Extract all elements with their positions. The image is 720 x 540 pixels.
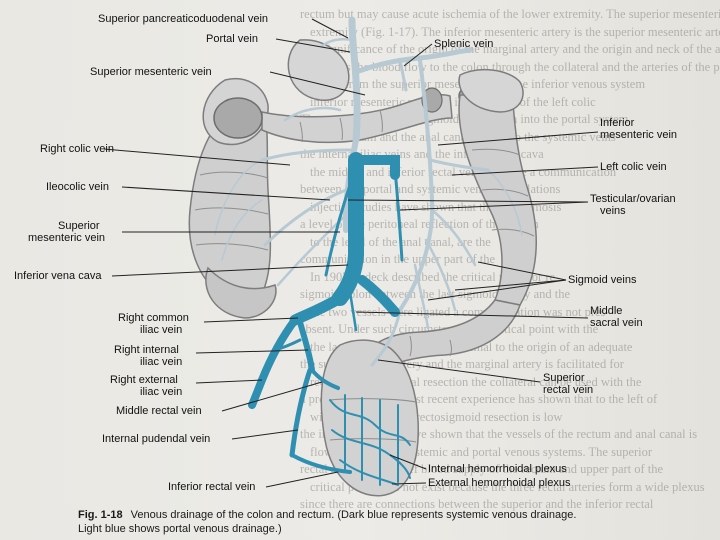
- label-internal-hemorrhoidal-plexus: Internal hemorrhoidal plexus: [428, 463, 567, 475]
- leader-internal-pudendal: [232, 430, 298, 439]
- label-external-hemorrhoidal-plexus: External hemorrhoidal plexus: [428, 477, 570, 489]
- left-common-iliac-vein: [362, 280, 395, 312]
- label-left-colic-vein: Left colic vein: [600, 161, 667, 173]
- leader-middle-rectal: [222, 382, 322, 411]
- label-testicular-ovarian-veins-line-2: veins: [600, 205, 626, 217]
- caption-line-1: Venous drainage of the colon and rectum.…: [131, 509, 577, 521]
- middle-sacral-vein: [350, 292, 356, 330]
- right-external-iliac-vein: [252, 320, 295, 405]
- leader-right-internal-iliac: [196, 350, 308, 353]
- splenic-vein-branch: [356, 50, 470, 72]
- caption-line-2: Light blue shows portal venous drainage.…: [78, 523, 282, 535]
- label-middle-sacral-vein-line-1: Middle: [590, 305, 622, 317]
- renal-vein-stub: [362, 160, 395, 175]
- right-common-iliac-vein: [295, 298, 340, 320]
- figure-number: Fig. 1-18: [78, 509, 123, 521]
- sigmoid-vein-1: [432, 210, 475, 265]
- label-right-common-iliac-vein-line-2: iliac vein: [140, 324, 182, 336]
- left-testicular-vein: [395, 170, 402, 260]
- label-superior-mesenteric-vein-lower-line-1: Superior: [58, 220, 100, 232]
- leader-testicular-2: [348, 200, 588, 202]
- transverse-colon-lumen: [214, 98, 262, 138]
- leader-superior-pancreaticoduodenal: [312, 19, 348, 38]
- label-right-internal-iliac-vein-line-1: Right internal: [114, 344, 179, 356]
- right-colic-vein: [262, 150, 350, 160]
- label-right-external-iliac-vein-line-2: iliac vein: [140, 386, 182, 398]
- inferior-vena-cava: [340, 160, 356, 298]
- internal-pudendal-vein: [292, 370, 310, 455]
- label-splenic-vein: Splenic vein: [434, 38, 493, 50]
- label-inferior-rectal-vein: Inferior rectal vein: [168, 481, 255, 493]
- label-sigmoid-veins: Sigmoid veins: [568, 274, 636, 286]
- label-superior-mesenteric-vein: Superior mesenteric vein: [90, 66, 212, 78]
- label-right-colic-vein: Right colic vein: [40, 143, 114, 155]
- leader-inferior-rectal: [266, 472, 338, 487]
- label-middle-rectal-vein: Middle rectal vein: [116, 405, 202, 417]
- leader-right-common-iliac: [204, 318, 298, 322]
- label-superior-rectal-vein-line-2: rectal vein: [543, 384, 593, 396]
- label-internal-pudendal-vein: Internal pudendal vein: [102, 433, 210, 445]
- sigmoid-vein-3: [415, 265, 428, 328]
- leader-right-external-iliac: [196, 380, 262, 383]
- label-testicular-ovarian-veins-line-1: Testicular/ovarian: [590, 193, 676, 205]
- label-inferior-vena-cava: Inferior vena cava: [14, 270, 101, 282]
- figure-caption: Fig. 1-18 Venous drainage of the colon an…: [78, 508, 638, 536]
- label-ileocolic-vein: Ileocolic vein: [46, 181, 109, 193]
- label-superior-pancreaticoduodenal-vein: Superior pancreaticoduodenal vein: [98, 13, 268, 25]
- right-internal-iliac-vein: [300, 322, 312, 370]
- label-portal-vein: Portal vein: [206, 33, 258, 45]
- label-right-common-iliac-vein-line-1: Right common: [118, 312, 189, 324]
- label-right-external-iliac-vein-line-1: Right external: [110, 374, 178, 386]
- label-superior-mesenteric-vein-lower-line-2: mesenteric vein: [28, 232, 105, 244]
- label-superior-rectal-vein-line-1: Superior: [543, 372, 585, 384]
- leader-middle-sacral: [356, 312, 588, 318]
- label-inferior-mesenteric-vein-line-2: mesenteric vein: [600, 129, 677, 141]
- label-inferior-mesenteric-vein-line-1: Inferior: [600, 117, 634, 129]
- descending-colon: [459, 95, 536, 305]
- duodenum-loop: [288, 40, 348, 100]
- label-middle-sacral-vein-line-2: sacral vein: [590, 317, 643, 329]
- label-right-internal-iliac-vein-line-2: iliac vein: [140, 356, 182, 368]
